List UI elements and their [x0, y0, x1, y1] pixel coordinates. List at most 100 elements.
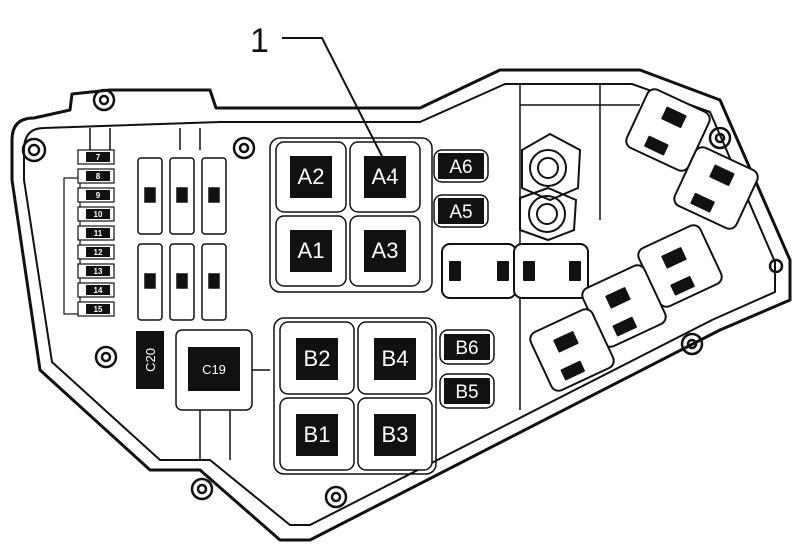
- mini-fuse-8[interactable]: 8: [77, 168, 115, 184]
- relay-b6[interactable]: B6: [439, 329, 495, 365]
- mini-fuse-body: [86, 228, 110, 238]
- mounting-hole: [190, 477, 214, 501]
- mini-fuse-number: 11: [94, 229, 103, 238]
- mini-fuse-7[interactable]: 7: [77, 149, 115, 165]
- relay-b5[interactable]: B5: [439, 373, 495, 409]
- mini-fuse-number: 7: [96, 153, 101, 162]
- mini-fuse-body: [86, 209, 110, 219]
- relay-label: B1: [304, 422, 331, 447]
- relay-label: A5: [449, 202, 472, 223]
- housing: [10, 68, 792, 542]
- relay-a2[interactable]: A2: [275, 141, 347, 213]
- relay-label: A4: [372, 164, 399, 189]
- power-terminals: [519, 132, 582, 242]
- mini-fuse-body: [86, 266, 110, 276]
- relay-body: [444, 334, 490, 360]
- blade-fuse[interactable]: [201, 243, 227, 321]
- mini-fuse-12[interactable]: 12: [77, 244, 115, 260]
- mounting-hole: [94, 345, 118, 369]
- mini-fuse-number: 9: [96, 191, 101, 200]
- mini-fuse-body: [86, 285, 110, 295]
- relay-label: B2: [304, 346, 331, 371]
- relay-body: [444, 378, 490, 404]
- relay-b1[interactable]: B1: [279, 397, 355, 471]
- mounting-hole: [324, 485, 348, 509]
- relay-a4[interactable]: A4: [349, 141, 421, 213]
- connector-socket[interactable]: [624, 87, 713, 174]
- callout-leader-line: [282, 37, 393, 177]
- callout: 1: [250, 22, 393, 177]
- mini-fuse-body: [86, 171, 110, 181]
- relay-label: B5: [455, 382, 478, 403]
- mounting-hole: [768, 258, 784, 274]
- relay-a6[interactable]: A6: [433, 149, 489, 183]
- relay-body: [374, 414, 416, 456]
- mini-fuse-15[interactable]: 15: [77, 301, 115, 317]
- mini-fuse-11[interactable]: 11: [77, 225, 115, 241]
- relay-a5[interactable]: A5: [433, 194, 489, 228]
- mini-fuse-14[interactable]: 14: [77, 282, 115, 298]
- blade-fuses: [137, 157, 227, 321]
- mini-fuse-body: [86, 152, 110, 162]
- callout-number: 1: [250, 22, 269, 60]
- relay-c20[interactable]: C20: [136, 331, 164, 389]
- mini-fuse-number: 8: [96, 172, 101, 181]
- relay-frames: [269, 137, 437, 475]
- relay-c19[interactable]: C19: [175, 329, 253, 411]
- mini-fuse-number: 13: [94, 267, 103, 276]
- connector-socket[interactable]: [528, 307, 617, 394]
- relay-label: A6: [449, 157, 472, 178]
- relay-a1[interactable]: A1: [275, 215, 347, 287]
- mini-fuse-10[interactable]: 10: [77, 206, 115, 222]
- relay-body: [374, 338, 416, 380]
- blade-fuse[interactable]: [137, 157, 163, 235]
- relay-body: [296, 338, 338, 380]
- mini-fuse-stack: 7 8 9 10 11 12 13 14 15: [63, 149, 115, 317]
- relay-body: [438, 198, 484, 224]
- mini-fuse-body: [86, 190, 110, 200]
- mini-fuse-13[interactable]: 13: [77, 263, 115, 279]
- mini-fuse-number: 15: [94, 305, 103, 314]
- relay-label: A3: [372, 238, 399, 263]
- blade-fuse[interactable]: [137, 243, 163, 321]
- relay-b4[interactable]: B4: [357, 321, 433, 395]
- mini-fuse-number: 10: [94, 210, 103, 219]
- mounting-hole: [92, 88, 116, 112]
- connector-socket[interactable]: [672, 145, 761, 232]
- relay-body: [364, 230, 406, 272]
- relay-label: A2: [298, 164, 325, 189]
- mounting-hole: [708, 126, 732, 150]
- relay-body: [290, 156, 332, 198]
- connector-socket[interactable]: [441, 243, 517, 299]
- mini-fuse-9[interactable]: 9: [77, 187, 115, 203]
- blade-fuse[interactable]: [201, 157, 227, 235]
- mounting-hole: [232, 136, 256, 160]
- relay-b3[interactable]: B3: [357, 397, 433, 471]
- mini-fuse-body: [86, 247, 110, 257]
- terminal-stud[interactable]: [519, 186, 578, 242]
- blade-fuse[interactable]: [169, 243, 195, 321]
- terminal-stud[interactable]: [521, 132, 582, 202]
- blade-fuse[interactable]: [169, 157, 195, 235]
- mounting-hole: [21, 137, 47, 163]
- relay-label: C20: [143, 348, 158, 372]
- relay-label: A1: [298, 238, 325, 263]
- connector-socket[interactable]: [513, 243, 589, 299]
- relay-label: B6: [455, 338, 478, 359]
- connector-socket[interactable]: [636, 223, 725, 310]
- relay-body: [438, 153, 484, 179]
- relay-label: C19: [202, 362, 226, 377]
- relay-label: B4: [382, 346, 409, 371]
- mounting-hole: [680, 332, 704, 356]
- relay-body: [290, 230, 332, 272]
- mini-fuse-number: 14: [94, 286, 103, 295]
- relay-a3[interactable]: A3: [349, 215, 421, 287]
- relay-b2[interactable]: B2: [279, 321, 355, 395]
- relay-label: B3: [382, 422, 409, 447]
- relay-body: [296, 414, 338, 456]
